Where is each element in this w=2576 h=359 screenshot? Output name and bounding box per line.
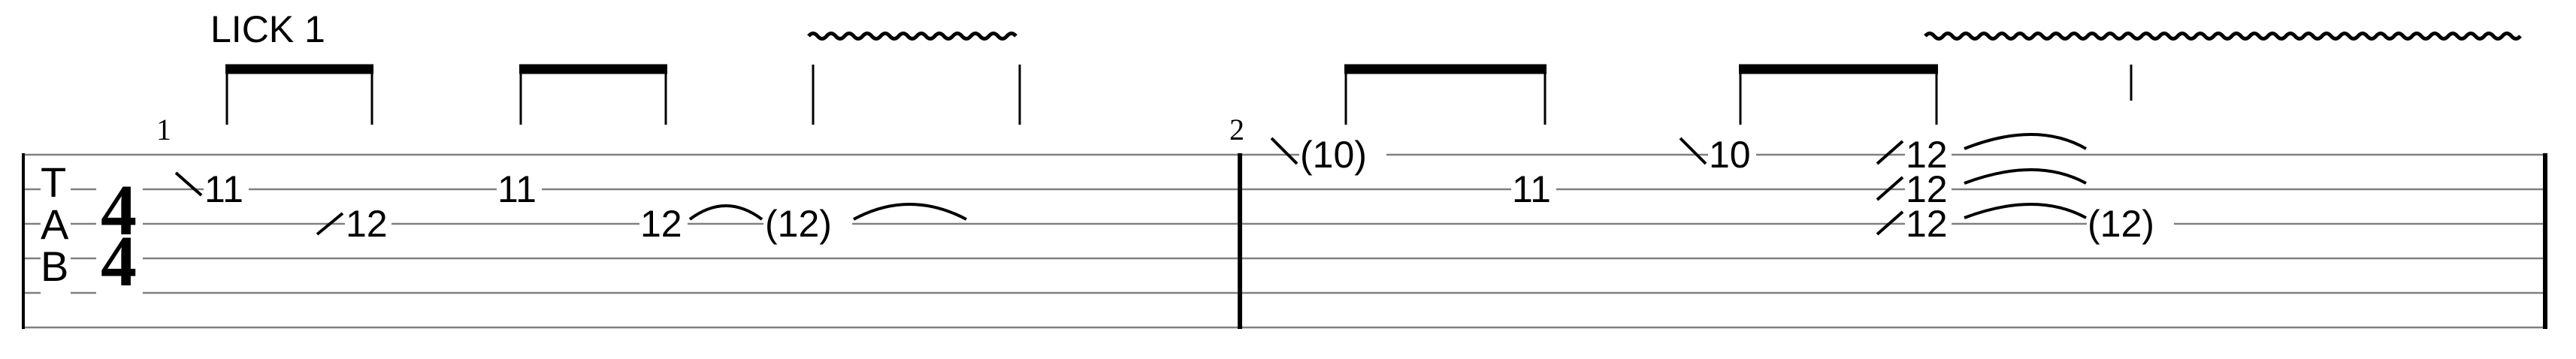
- slide-down-mark: [1270, 137, 1299, 165]
- slide-down-mark: [174, 171, 203, 197]
- fret-number: 12: [1906, 134, 1948, 176]
- fret-numbers: 11 12 11 12 (12) (10) 11 10 12 12 12 (12…: [204, 134, 2174, 245]
- bend-arc: [1964, 203, 2087, 219]
- tab-clef-a: A: [41, 201, 69, 248]
- time-signature-numerator: 4: [101, 170, 137, 250]
- fret-number: 12: [346, 203, 388, 245]
- fret-number: 12: [640, 203, 682, 245]
- tab-clef-b: B: [41, 243, 68, 290]
- slide-up-mark: [316, 212, 344, 236]
- fret-number: 11: [497, 168, 537, 210]
- fret-number: (12): [2088, 203, 2154, 245]
- bend-arc: [1964, 168, 2087, 185]
- tab-clef: T A B: [41, 158, 71, 321]
- rhythm-notation: [225, 64, 2133, 125]
- bend-arcs: [688, 133, 2087, 221]
- fret-number: 12: [1906, 203, 1948, 245]
- fret-number: 12: [1906, 168, 1948, 210]
- measure-number-2: 2: [1229, 113, 1244, 146]
- time-signature: 4 4: [96, 170, 143, 301]
- measure-number-1: 1: [156, 113, 171, 146]
- fret-number: 11: [1512, 168, 1551, 210]
- bend-arc: [1964, 133, 2087, 150]
- lick-title: LICK 1: [210, 8, 325, 50]
- bend-arc: [688, 204, 763, 221]
- time-signature-denominator: 4: [101, 221, 137, 301]
- slide-marks: [174, 137, 1904, 236]
- fret-number: 10: [1709, 134, 1751, 176]
- fret-number: (12): [765, 203, 832, 245]
- tab-clef-t: T: [41, 158, 66, 206]
- fret-number: 11: [204, 168, 243, 210]
- slide-up-mark: [1876, 210, 1904, 236]
- vibrato-marking: [1924, 32, 2522, 41]
- tab-staff: [23, 153, 2547, 329]
- bend-arc: [853, 203, 967, 221]
- slide-up-mark: [1876, 176, 1904, 201]
- slide-down-mark: [1679, 137, 1707, 165]
- fret-number: (10): [1300, 134, 1367, 176]
- vibrato-marking: [807, 32, 1017, 41]
- slide-up-mark: [1876, 140, 1904, 165]
